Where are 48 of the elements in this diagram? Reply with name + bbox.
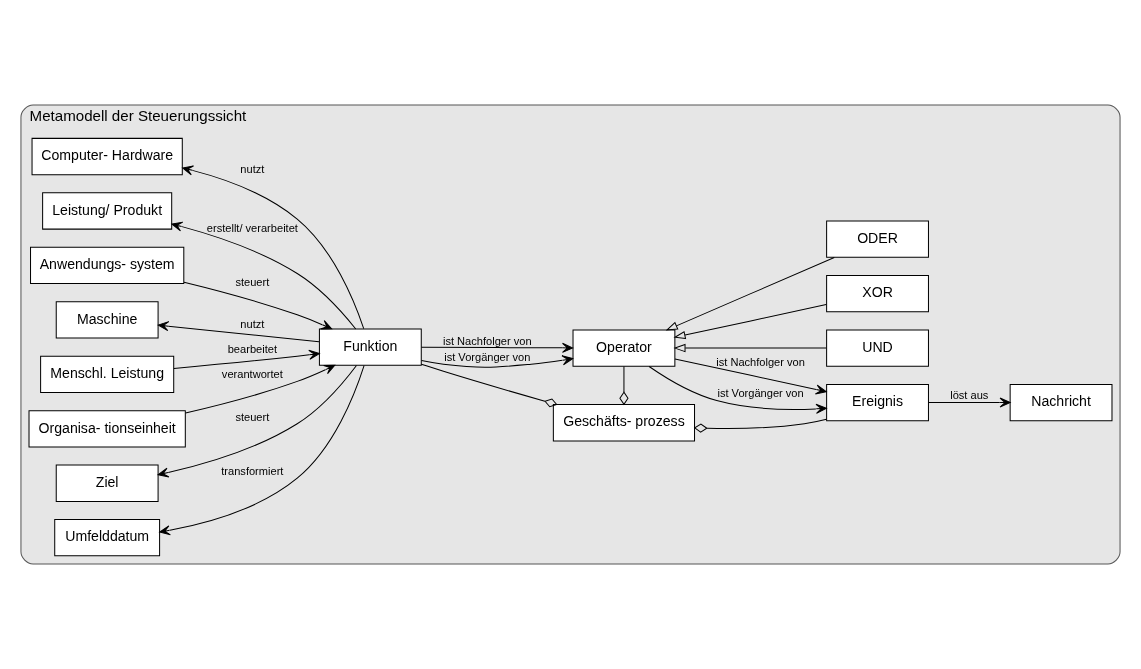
node-box: Organisa- tionseinheit xyxy=(28,410,186,448)
edge-label: nutzt xyxy=(240,163,265,176)
connector xyxy=(693,418,828,433)
node-box: ODER xyxy=(826,220,929,258)
arrow xyxy=(928,397,1011,408)
arrow xyxy=(173,349,320,369)
arrow xyxy=(157,364,357,478)
arrow xyxy=(182,165,365,330)
node-box: Umfelddatum xyxy=(54,519,161,557)
edge-label: nutzt xyxy=(240,317,265,330)
node-box: Nachricht xyxy=(1009,383,1113,422)
arrow xyxy=(674,358,827,395)
edge-label: verantwortet xyxy=(221,368,283,381)
node-box: Leistung/ Produkt xyxy=(42,192,173,230)
edge-label: ist Vorgänger von xyxy=(444,351,531,364)
edge-label: erstellt/ verarbeitet xyxy=(206,221,298,234)
arrow xyxy=(673,304,827,340)
node-box: Maschine xyxy=(55,301,159,339)
arrow xyxy=(648,366,827,414)
node-box: UND xyxy=(826,329,929,367)
edge-label: transformiert xyxy=(221,464,284,477)
arrow xyxy=(421,355,574,368)
node-box: Anwendungs- system xyxy=(30,246,185,285)
node-box: Operator xyxy=(572,329,676,367)
node-box: XOR xyxy=(826,275,929,313)
edge-label: bearbeitet xyxy=(227,342,278,355)
edge-label: ist Nachfolger von xyxy=(716,356,805,369)
node-box: Menschl. Leistung xyxy=(40,355,175,393)
node-box: Geschäfts- prozess xyxy=(552,404,696,442)
edge-label: löst aus xyxy=(950,389,989,402)
edge-label: ist Vorgänger von xyxy=(717,387,804,400)
arrow xyxy=(157,321,320,343)
arrow xyxy=(673,343,827,353)
node-box: Computer- Hardware xyxy=(31,137,183,176)
arrow xyxy=(665,257,835,331)
arrow xyxy=(183,281,333,330)
arrow xyxy=(159,365,365,536)
edge-label: steuert xyxy=(235,276,270,289)
node-box: Funktion xyxy=(318,328,422,366)
connector xyxy=(420,363,558,408)
edge-label: ist Nachfolger von xyxy=(442,334,532,347)
arrow xyxy=(185,364,336,414)
edge-label: steuert xyxy=(235,410,270,423)
node-box: Ziel xyxy=(55,464,159,502)
arrow xyxy=(420,342,574,353)
node-box: Ereignis xyxy=(826,383,929,422)
arrow xyxy=(171,221,357,330)
connector xyxy=(619,366,629,406)
